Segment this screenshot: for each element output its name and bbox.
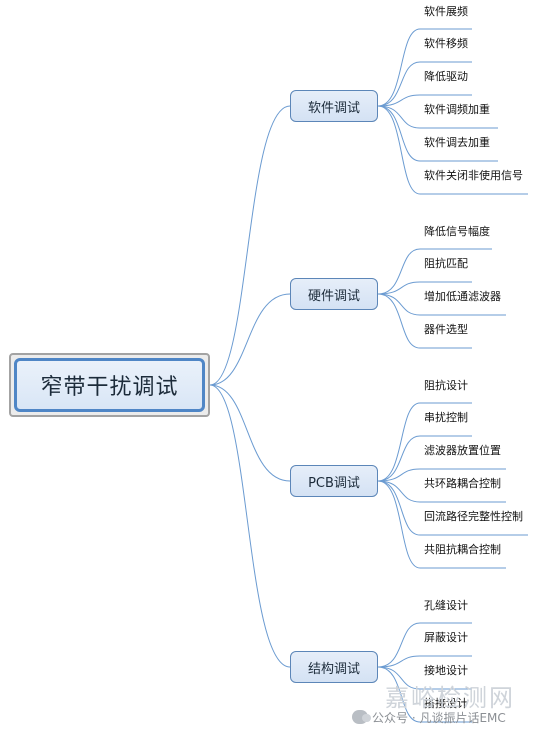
- branch-leaf-connector: [377, 480, 421, 503]
- branch-leaf-connector: [377, 248, 421, 295]
- branch-leaf-connector: [377, 105, 421, 162]
- branch-leaf-connector: [377, 105, 421, 195]
- root-branch-connector: [209, 293, 291, 386]
- branch-leaf-connector: [377, 293, 421, 316]
- branch-leaf-connector: [377, 94, 421, 107]
- branch-leaf-connector: [377, 281, 421, 295]
- branch-leaf-connector: [377, 105, 421, 129]
- leaf-node[interactable]: 器件选型: [424, 323, 468, 336]
- root-branch-connector: [209, 105, 291, 386]
- leaf-node[interactable]: 软件展频: [424, 5, 468, 18]
- branch-node-structure[interactable]: 结构调试: [290, 651, 378, 683]
- leaf-node[interactable]: 搭接设计: [424, 697, 468, 710]
- branch-leaf-connector: [377, 293, 421, 349]
- branch-label: 硬件调试: [307, 288, 360, 304]
- branch-label: PCB调试: [308, 475, 360, 491]
- leaf-node[interactable]: 滤波器放置位置: [424, 444, 501, 457]
- root-branch-connector: [209, 384, 291, 482]
- branch-leaf-connector: [377, 622, 421, 668]
- branch-label: 软件调试: [307, 100, 360, 116]
- branch-node-software[interactable]: 软件调试: [290, 90, 378, 122]
- branch-leaf-connector: [377, 666, 421, 723]
- branch-leaf-connector: [377, 655, 421, 668]
- leaf-node[interactable]: 增加低通滤波器: [424, 290, 501, 303]
- leaf-node[interactable]: 软件调去加重: [424, 136, 490, 149]
- root-branch-connector: [209, 384, 291, 668]
- root-node-label: 窄带干扰调试: [14, 358, 205, 412]
- watermark-brand: 嘉峪检测网: [385, 684, 515, 712]
- leaf-node[interactable]: 共环路耦合控制: [424, 477, 501, 490]
- leaf-node[interactable]: 降低信号幅度: [424, 225, 490, 238]
- branch-leaf-connector: [377, 402, 421, 482]
- root-node[interactable]: 窄带干扰调试: [9, 353, 210, 417]
- branch-label: 结构调试: [307, 661, 360, 677]
- branch-leaf-connector: [377, 480, 421, 569]
- leaf-node[interactable]: 阻抗设计: [424, 379, 468, 392]
- watermark-account: 公众号 · 凡谈振片话EMC: [352, 707, 506, 727]
- wechat-icon: [352, 710, 371, 724]
- leaf-node[interactable]: 串扰控制: [424, 411, 468, 424]
- leaf-node[interactable]: 孔缝设计: [424, 599, 468, 612]
- leaf-node[interactable]: 回流路径完整性控制: [424, 510, 523, 523]
- leaf-node[interactable]: 软件调频加重: [424, 103, 490, 116]
- branch-leaf-connector: [377, 480, 421, 536]
- leaf-node[interactable]: 接地设计: [424, 664, 468, 677]
- branch-leaf-connector: [377, 28, 421, 107]
- leaf-node[interactable]: 屏蔽设计: [424, 631, 468, 644]
- branch-leaf-connector: [377, 61, 421, 107]
- branch-leaf-connector: [377, 468, 421, 482]
- branch-leaf-connector: [377, 666, 421, 690]
- branch-leaf-connector: [377, 435, 421, 482]
- leaf-node[interactable]: 共阻抗耦合控制: [424, 543, 501, 556]
- leaf-node[interactable]: 阻抗匹配: [424, 257, 468, 270]
- leaf-node[interactable]: 软件移频: [424, 37, 468, 50]
- watermark-account-text: 公众号 · 凡谈振片话EMC: [372, 710, 506, 725]
- leaf-node[interactable]: 软件关闭非使用信号: [424, 169, 523, 182]
- leaf-node[interactable]: 降低驱动: [424, 70, 468, 83]
- branch-node-pcb[interactable]: PCB调试: [290, 465, 378, 497]
- branch-node-hardware[interactable]: 硬件调试: [290, 278, 378, 310]
